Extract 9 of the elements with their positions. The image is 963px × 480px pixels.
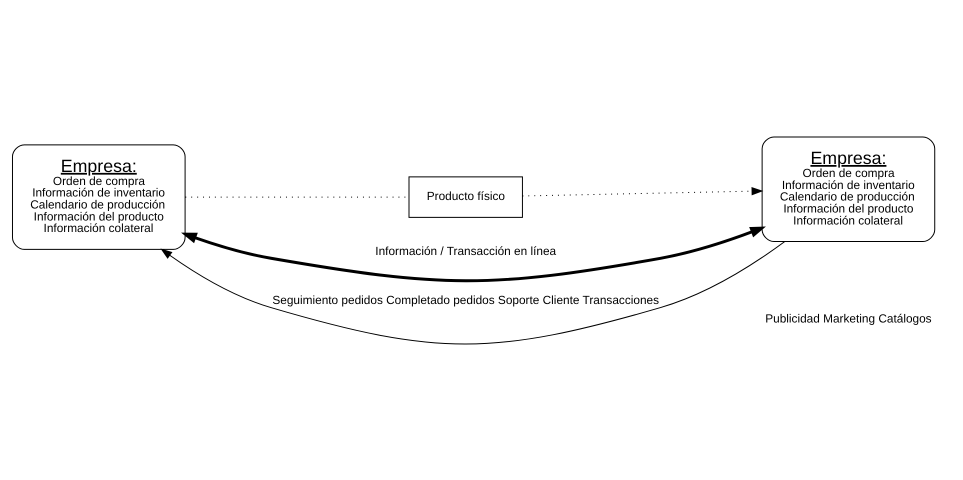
node-box: Empresa: Orden de compra Información de inventario Calendario de producción Información del producto Información colateral [762,136,936,242]
label: Publicidad Marketing Catálogos [765,310,932,325]
edge-label: Información / Transacción en línea [375,243,556,258]
node-box: Producto físico [408,176,523,218]
arrow [181,226,766,282]
arrow [160,240,786,344]
arrow [522,186,764,196]
node-box: Empresa: Orden de compra Información de inventario Calendario de producción Información del producto Información colateral [12,144,186,250]
edge-label: Seguimiento pedidos Completado pedidos Soporte Cliente Transacciones [272,292,660,307]
